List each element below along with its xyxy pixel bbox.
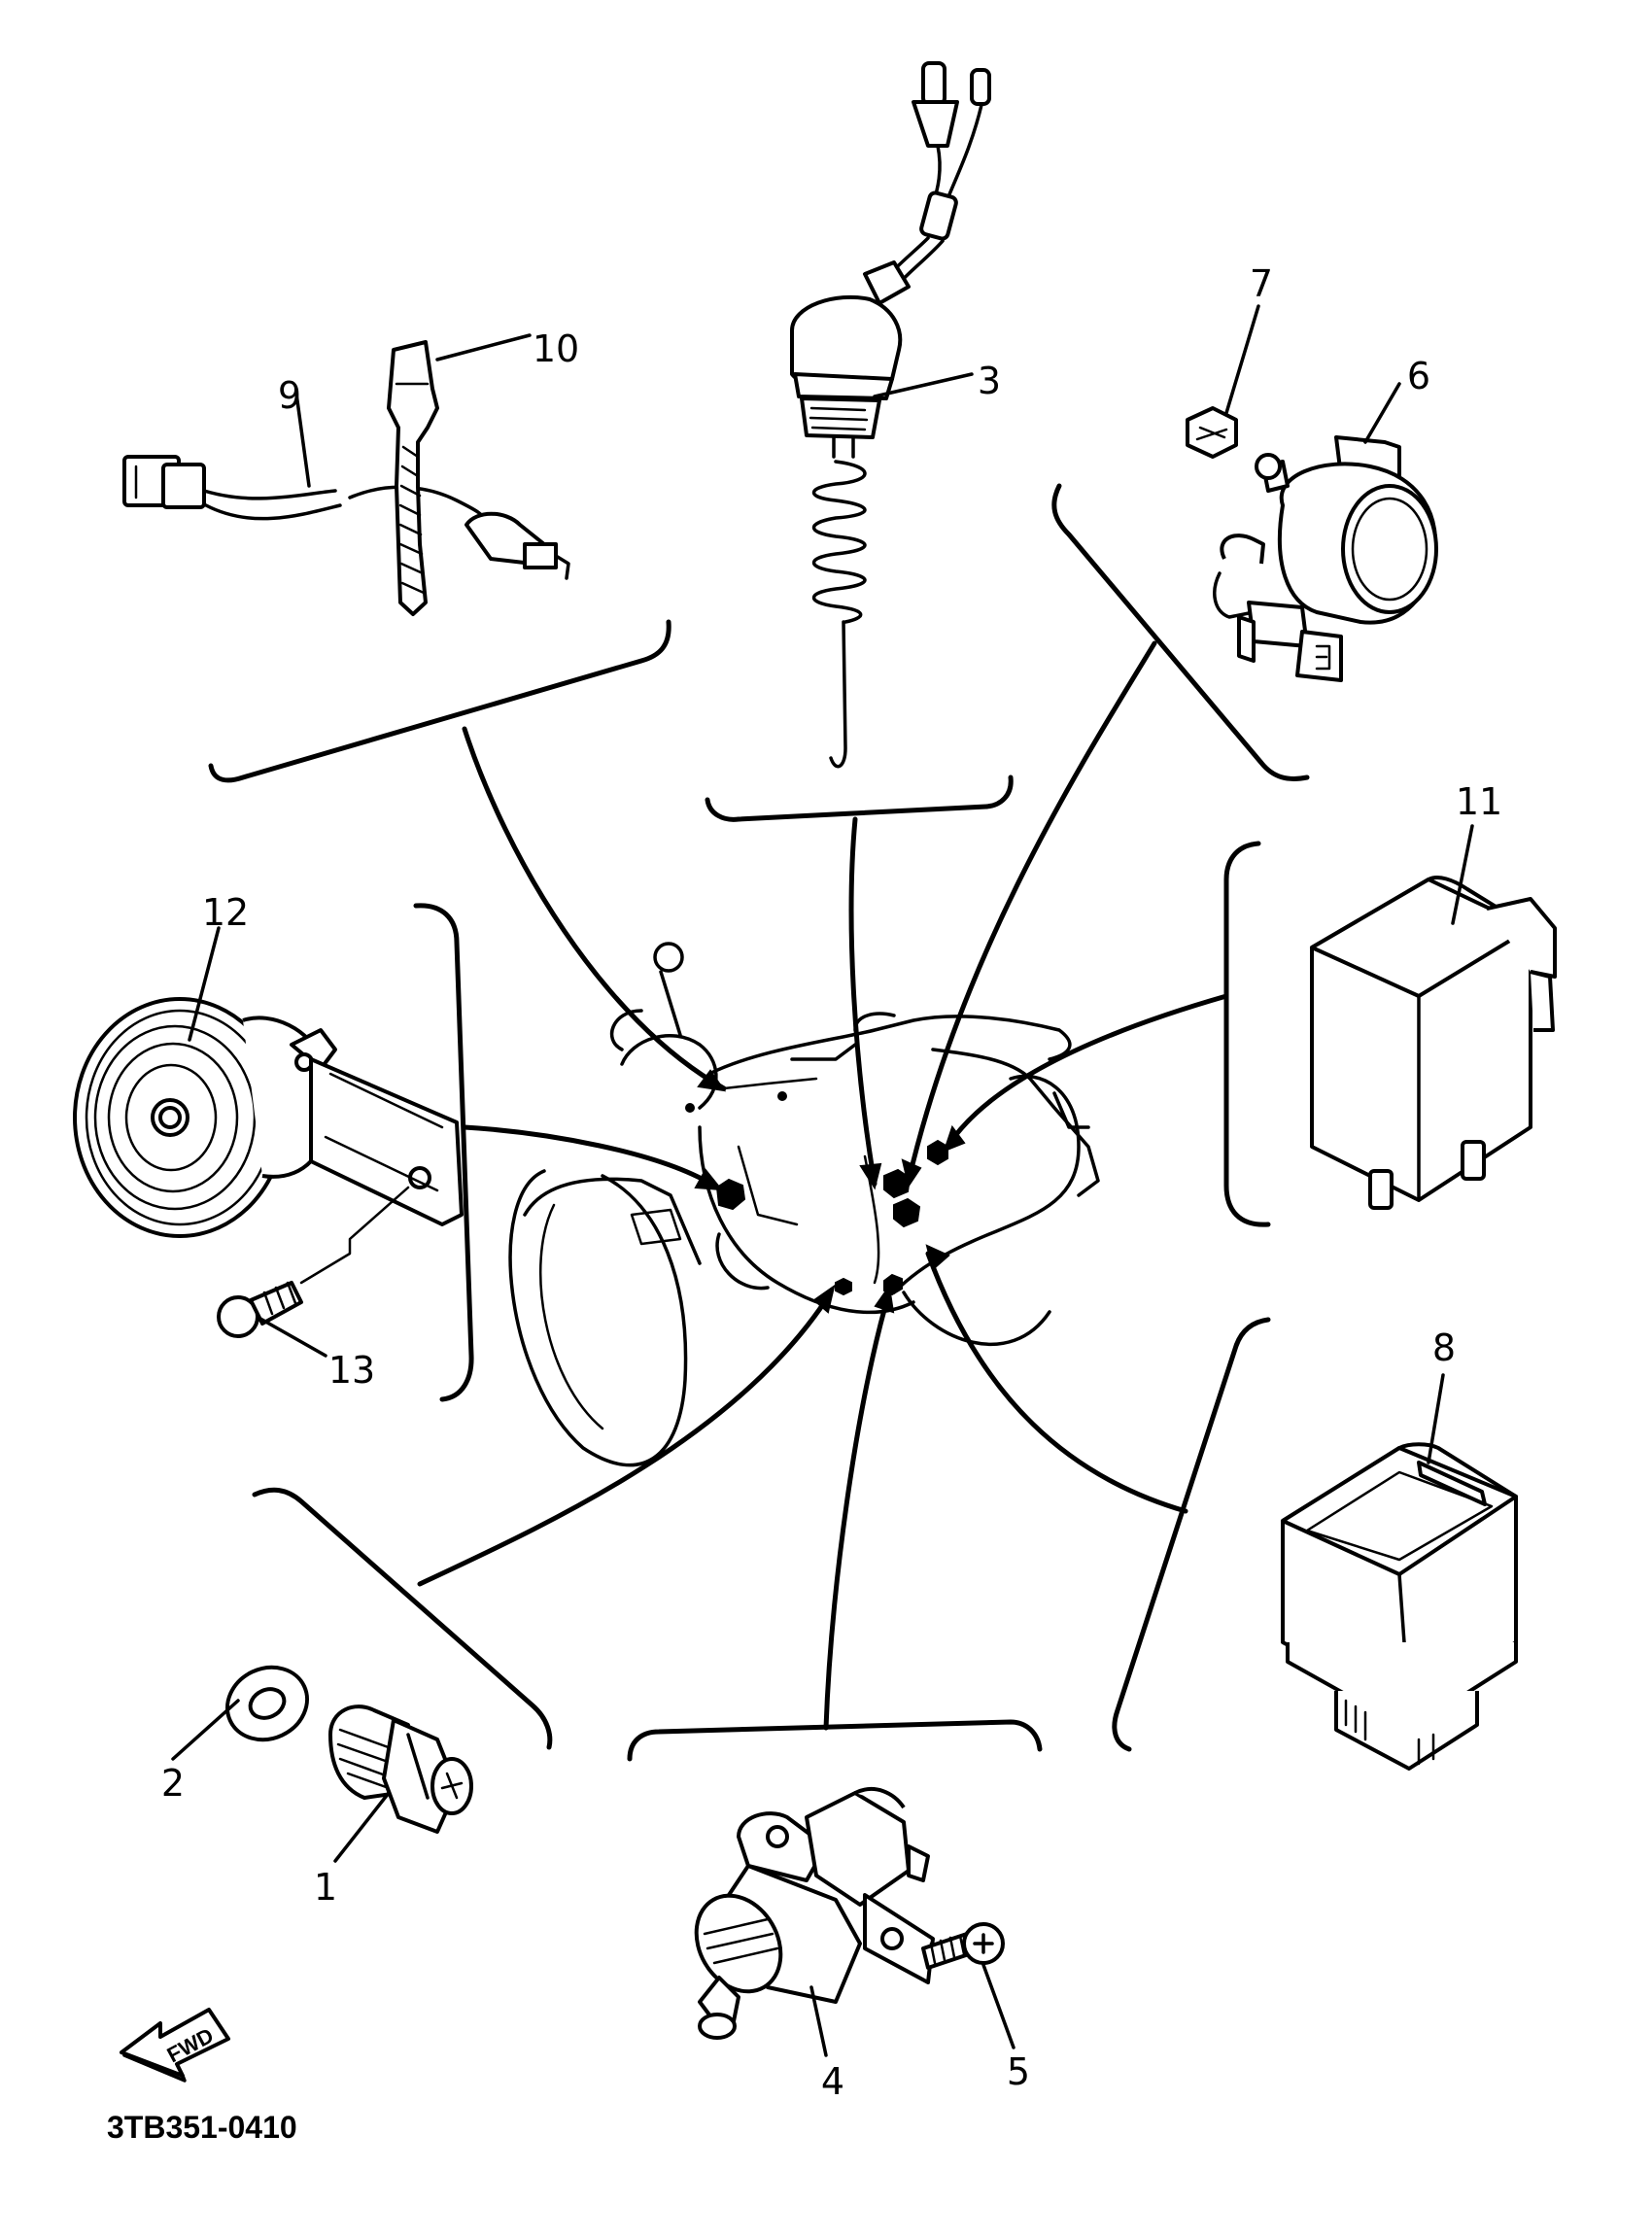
- callout-1: 1: [314, 1866, 337, 1909]
- part-2-gasket-washer: [225, 1665, 309, 1742]
- callout-labels: 1 2 3 4 5 6 7 8 9 10 11 12 13: [161, 262, 1502, 2103]
- callout-leaders: [171, 304, 1474, 2057]
- callout-7: 7: [1250, 262, 1273, 305]
- motorcycle-outline: [508, 942, 1100, 1467]
- part-5-screw: [921, 1922, 1005, 1970]
- callout-4: 4: [821, 2060, 844, 2103]
- callout-3: 3: [978, 360, 1001, 402]
- callout-2: 2: [161, 1762, 185, 1805]
- forward-direction-arrow: FWD: [120, 2008, 230, 2083]
- group-brackets: [208, 483, 1310, 1762]
- part-3-sensor-switch: [790, 61, 991, 769]
- part-12-horn: [73, 997, 464, 1238]
- part-9-wire-lead: [122, 455, 570, 580]
- callout-6: 6: [1407, 355, 1430, 397]
- part-11-relay-unit: [1310, 876, 1557, 1210]
- callout-5: 5: [1007, 2050, 1030, 2093]
- part-10-cable-tie: [387, 340, 439, 616]
- diagram-code: 3TB351-0410: [107, 2110, 297, 2145]
- callout-10: 10: [533, 327, 579, 370]
- part-8-relay-box: [1281, 1442, 1518, 1771]
- part-6-relay-solenoid: [1213, 435, 1438, 682]
- callout-12: 12: [202, 891, 249, 934]
- part-13-bolt: [217, 1186, 410, 1338]
- part-1-switch-sensor: [328, 1704, 473, 1834]
- part-7-nut: [1186, 406, 1238, 459]
- callout-9: 9: [278, 374, 301, 417]
- callout-8: 8: [1432, 1326, 1456, 1369]
- part-4-stand-switch: [694, 1787, 935, 2040]
- callout-11: 11: [1456, 780, 1502, 823]
- callout-13: 13: [328, 1349, 375, 1392]
